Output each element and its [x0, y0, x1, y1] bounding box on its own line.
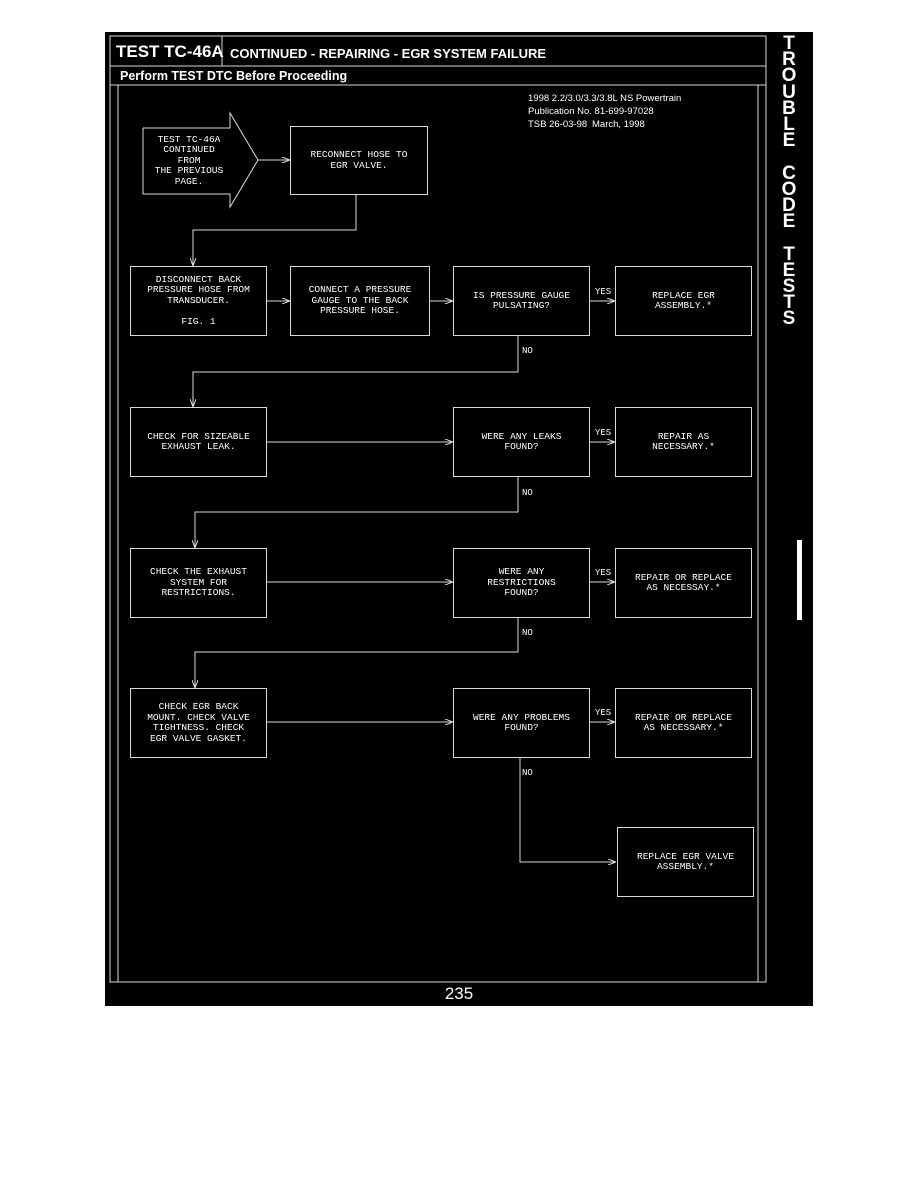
- box-text-line: REPLACE EGR VALVE: [637, 850, 734, 862]
- box-text-line: WERE ANY: [498, 566, 545, 578]
- box-text-line: AS NECESSARY.*: [643, 722, 724, 733]
- box-text-line: IS PRESSURE GAUGE: [473, 289, 570, 301]
- box-text-line: FOUND?: [504, 441, 539, 452]
- yes-label-2: YES: [595, 428, 612, 438]
- box-text-line: EGR VALVE.: [330, 159, 388, 171]
- side-tab-letter: T: [783, 292, 795, 314]
- side-tab-letter: O: [781, 65, 797, 87]
- box-text-line: PULSATING?: [492, 300, 550, 311]
- side-tab-letter: L: [783, 114, 795, 136]
- box-text-line: PRESSURE HOSE FROM: [147, 284, 250, 296]
- yes-label-3: YES: [595, 568, 612, 578]
- side-tab-letter: E: [782, 130, 796, 152]
- box-text-line: REPAIR OR REPLACE: [635, 571, 732, 583]
- box-text-line: MOUNT. CHECK VALVE: [147, 711, 250, 723]
- side-tab-letter: B: [782, 97, 796, 119]
- box-text-line: CONTINUED FROM: [163, 144, 215, 166]
- no-label-2: NO: [522, 488, 533, 498]
- side-tab-letter: R: [782, 49, 796, 71]
- box-text-line: FOUND?: [504, 722, 539, 733]
- box-text-line: PAGE.: [174, 175, 204, 187]
- box-text-line: THE PREVIOUS: [154, 165, 224, 177]
- no-label-1: NO: [522, 346, 533, 356]
- page-subtitle: Perform TEST DTC Before Proceeding: [120, 69, 348, 83]
- box-text-line: RESTRICTIONS.: [161, 587, 236, 599]
- box-text-line: ASSEMBLY.*: [654, 300, 712, 311]
- side-tab-letter: S: [782, 276, 796, 298]
- box-text-line: ASSEMBLY.*: [656, 861, 714, 872]
- side-tab-letter: T: [783, 33, 795, 54]
- box-text-line: RECONNECT HOSE TO: [310, 149, 408, 160]
- side-tab-letter: E: [782, 211, 796, 233]
- yes-label-4: YES: [595, 708, 612, 718]
- box-text-line: REPAIR AS: [657, 430, 710, 442]
- box-text-line: CHECK THE EXHAUST: [150, 566, 247, 578]
- box-text-line: EGR VALVE GASKET.: [150, 732, 247, 744]
- page-title: CONTINUED - REPAIRING - EGR SYSTEM FAILU…: [230, 46, 547, 61]
- box-text-line: REPLACE EGR: [652, 289, 715, 301]
- box-text-line: CHECK EGR BACK: [158, 701, 239, 712]
- box-text-line: CONNECT A PRESSURE: [308, 284, 412, 296]
- box-text-line: DISCONNECT BACK: [155, 273, 242, 285]
- box-text-line: FIG. 1: [181, 315, 216, 327]
- box-text-line: NECESSARY.*: [652, 441, 715, 452]
- side-tab-letter: D: [782, 195, 796, 217]
- no-label-4: NO: [522, 768, 533, 778]
- no-label-3: NO: [522, 628, 533, 638]
- side-tab-letter: E: [782, 259, 796, 281]
- box-text-line: CHECK FOR SIZEABLE: [147, 430, 250, 442]
- side-tab-letter: U: [782, 81, 796, 103]
- box-text-line: WERE ANY LEAKS: [481, 430, 562, 442]
- meta-line-3a: TSB 26-03-98: [528, 119, 588, 130]
- box-text-line: TEST TC-46A: [157, 133, 221, 145]
- box-text-line: RESTRICTIONS: [487, 576, 556, 588]
- box-text-line: TRANSDUCER.: [167, 294, 230, 306]
- meta-line-2: Publication No. 81-699-97028: [528, 106, 654, 117]
- side-tab-letter: T: [783, 243, 795, 265]
- yes-label-1: YES: [595, 287, 612, 297]
- side-tab-letter: O: [781, 178, 797, 200]
- box-text-line: TIGHTNESS. CHECK: [152, 722, 245, 733]
- meta-line-3b: March, 1998: [592, 119, 645, 130]
- test-id: TEST TC-46A: [116, 42, 224, 61]
- box-text-line: WERE ANY PROBLEMS: [473, 711, 570, 723]
- meta-line-1: 1998 2.2/3.0/3.3/3.8L NS Powertrain: [528, 93, 682, 104]
- box-text-line: FOUND?: [504, 587, 539, 599]
- page-number: 235: [444, 984, 474, 1003]
- box-text-line: AS NECESSAY.*: [646, 582, 721, 593]
- side-tab-letter: S: [782, 308, 796, 330]
- box-text-line: REPAIR OR REPLACE: [635, 711, 732, 723]
- box-text-line: EXHAUST LEAK.: [161, 441, 236, 452]
- box-text-line: PRESSURE HOSE.: [320, 305, 400, 317]
- box-text-line: SYSTEM FOR: [169, 576, 227, 588]
- side-tab-letter: C: [782, 162, 796, 184]
- box-text-line: GAUGE TO THE BACK: [311, 294, 409, 306]
